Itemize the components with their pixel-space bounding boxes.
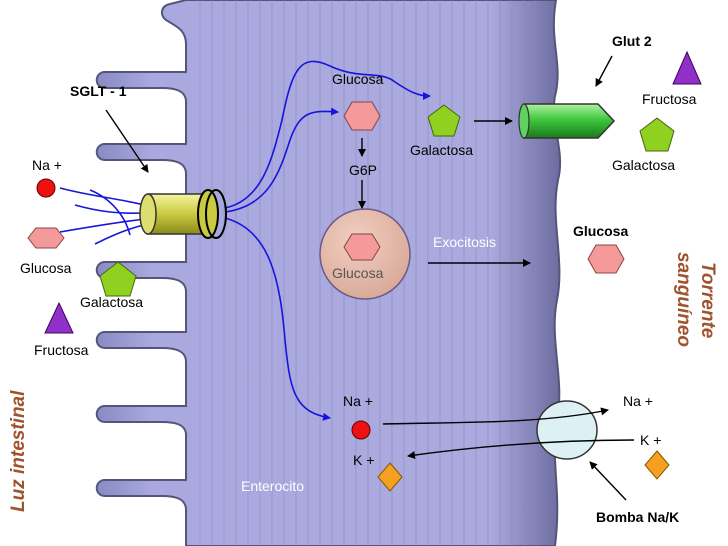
k-in-arrow [407, 439, 635, 459]
glucosa-cell-label: Glucosa [332, 71, 384, 87]
na-out-arrow [382, 407, 609, 425]
lumen-line-5 [89, 189, 131, 236]
sglt1-transporter[interactable] [139, 189, 227, 239]
bomba-pointer-arrow [589, 461, 627, 501]
k-blood-label: K + [640, 432, 661, 448]
enterocito-label: Enterocito [241, 478, 304, 494]
galactose-lumen-icon [99, 261, 137, 297]
molecules [27, 50, 702, 492]
glucosa-lumen-label: Glucosa [20, 260, 72, 276]
glut2-transporter[interactable] [518, 103, 616, 139]
glucosa-vesicle-label: Glucosa [332, 265, 384, 281]
galactosa-lumen-label: Galactosa [80, 294, 143, 310]
luz-intestinal-label: Luz intestinal [8, 390, 29, 512]
galactosa-cell-label: Galactosa [410, 142, 473, 158]
na-lumen-label: Na + [32, 157, 62, 173]
potassium-blood-icon [644, 450, 670, 480]
sglt1-label: SGLT - 1 [70, 83, 127, 99]
process-arrows [105, 55, 635, 501]
galactose-blood-icon [639, 117, 675, 152]
lumen-line-3 [59, 218, 146, 233]
potassium-cell-icon [377, 462, 403, 492]
transport-pathways [59, 60, 431, 421]
labels: Glut 2 SGLT - 1 Glucosa Galactosa G6P Gl… [8, 33, 718, 525]
sglt1-pointer-arrow [105, 109, 149, 173]
glucose-lumen-icon [27, 227, 65, 249]
glucosa-blood-label: Glucosa [573, 223, 628, 239]
glut2-pointer-arrow [595, 55, 613, 87]
galactose-cell-icon [427, 104, 461, 137]
glucose-blood-icon [587, 244, 625, 274]
glucose-vesicle-icon [343, 233, 381, 261]
fructose-lumen-icon [44, 301, 74, 334]
na-blood-label: Na + [623, 393, 653, 409]
k-cell-label: K + [353, 452, 374, 468]
path-to-galactosa [224, 60, 431, 209]
glucose-cell-icon [343, 101, 381, 131]
g6p-label: G6P [349, 162, 377, 178]
cell-striations [199, 0, 537, 546]
path-to-glucosa [224, 107, 339, 213]
na-k-pump[interactable] [536, 400, 598, 460]
fructosa-blood-label: Fructosa [642, 91, 697, 107]
sodium-cell-icon [351, 420, 371, 440]
fructose-blood-icon [672, 50, 702, 85]
glut2-label: Glut 2 [612, 33, 652, 49]
na-cell-label: Na + [343, 393, 373, 409]
sanguineo-label: sanguíneo [673, 252, 694, 347]
path-to-sodium [224, 217, 331, 421]
exocitosis-label: Exocitosis [433, 234, 496, 250]
bomba-label: Bomba Na/K [596, 509, 679, 525]
fructosa-lumen-label: Fructosa [34, 342, 89, 358]
galactosa-blood-label: Galactosa [612, 157, 675, 173]
lumen-line-2 [74, 204, 146, 215]
sodium-lumen-icon [36, 178, 56, 198]
torrente-label: Torrente [697, 262, 718, 339]
lumen-line-4 [94, 223, 149, 245]
